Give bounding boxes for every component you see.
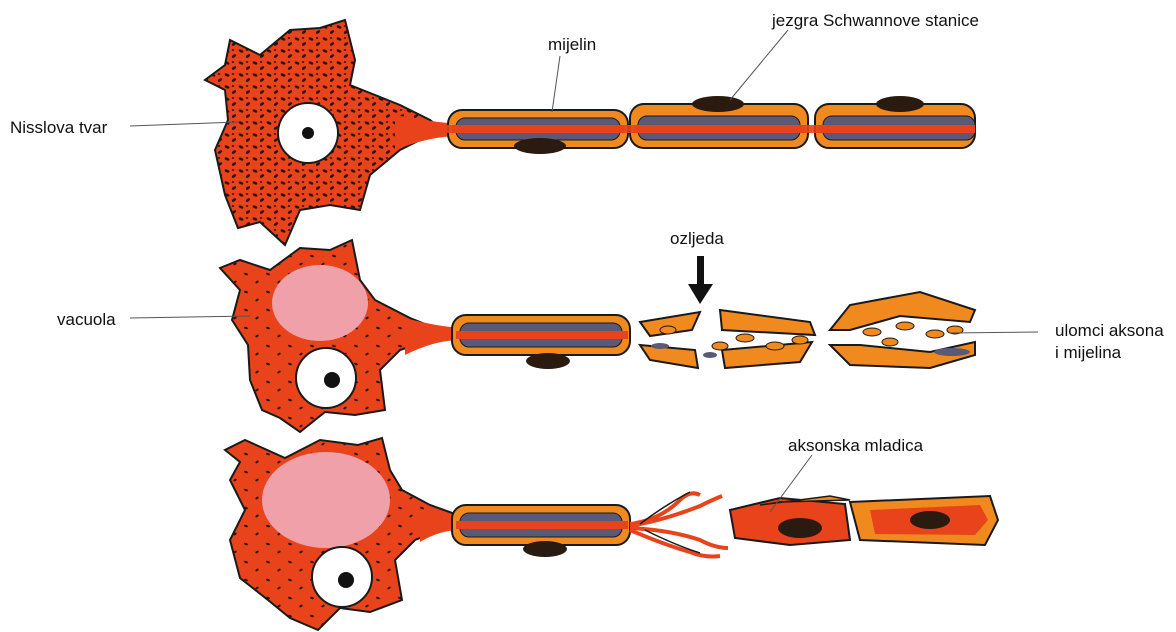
nucleolus xyxy=(302,127,314,139)
myelin-segment xyxy=(815,96,975,148)
label-fragments-line2: i mijelina xyxy=(1055,343,1122,362)
band-of-bungner xyxy=(730,496,998,545)
label-injury: ozljeda xyxy=(670,229,724,248)
label-axon-sprout: aksonska mladica xyxy=(788,436,924,455)
axon-sprouts xyxy=(630,492,728,557)
nucleolus xyxy=(324,372,340,388)
vacuole xyxy=(262,452,390,548)
vacuole xyxy=(272,265,368,341)
myelin-segment xyxy=(452,505,630,557)
myelin-segment xyxy=(630,96,808,148)
nucleolus xyxy=(338,572,354,588)
injury-arrow xyxy=(688,256,713,304)
myelin-segment xyxy=(452,315,630,369)
schwann-nucleus xyxy=(692,96,744,112)
neuron-regenerating xyxy=(225,438,998,630)
degenerating-segment xyxy=(640,310,815,368)
label-nissl-substance: Nisslova tvar xyxy=(10,118,108,137)
label-schwann-nucleus: jezgra Schwannove stanice xyxy=(771,11,979,30)
label-fragments-line1: ulomci aksona xyxy=(1055,321,1164,340)
neuron-injured xyxy=(220,240,975,432)
label-vacuole: vacuola xyxy=(57,310,116,329)
degenerating-segment xyxy=(830,292,975,368)
label-myelin: mijelin xyxy=(548,35,596,54)
